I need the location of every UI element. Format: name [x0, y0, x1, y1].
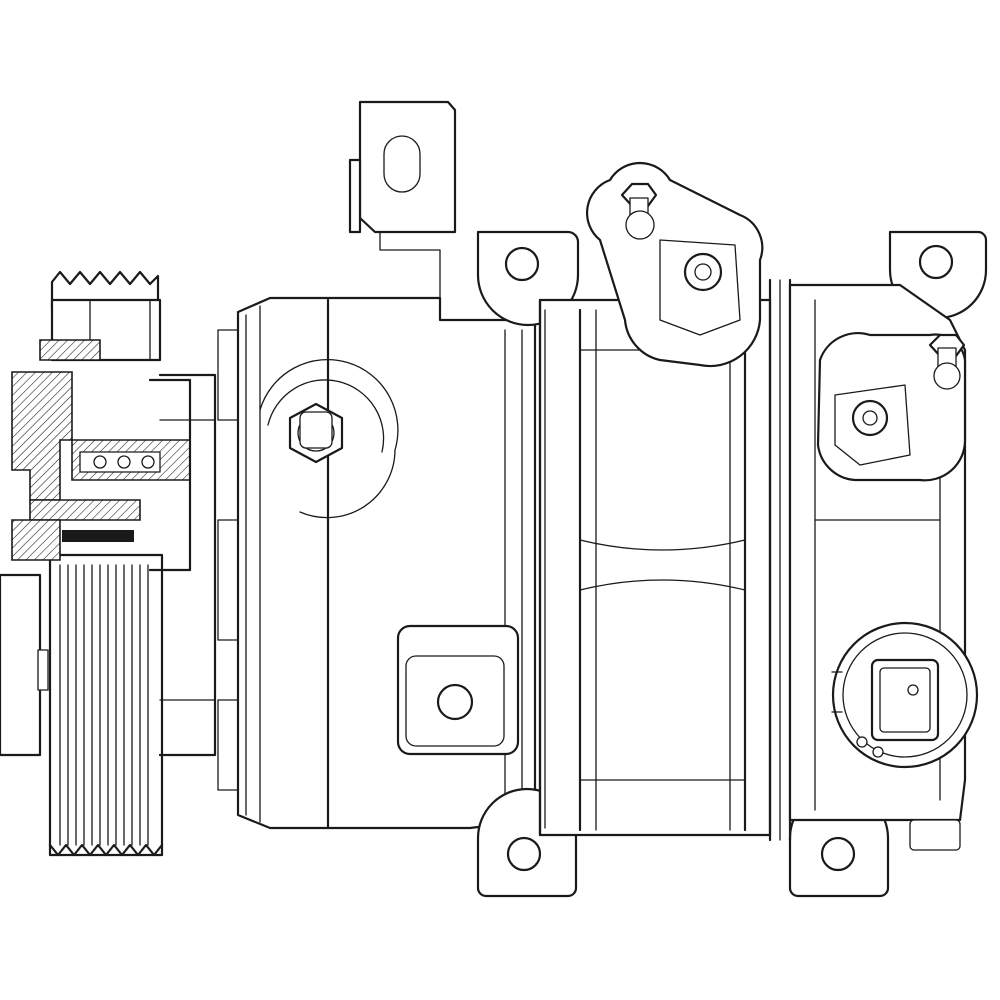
label-plate: [396, 624, 520, 756]
drain-bolt: [259, 358, 399, 519]
electrical-connector: [831, 621, 979, 769]
port-fitting-lower: [816, 332, 967, 482]
pulley: [0, 270, 164, 857]
port-fitting-upper: [586, 162, 764, 368]
pulley-grooves: [59, 564, 149, 846]
mounting-bracket: [348, 100, 457, 301]
middle-body: [538, 278, 792, 842]
clutch-section: [11, 339, 217, 757]
